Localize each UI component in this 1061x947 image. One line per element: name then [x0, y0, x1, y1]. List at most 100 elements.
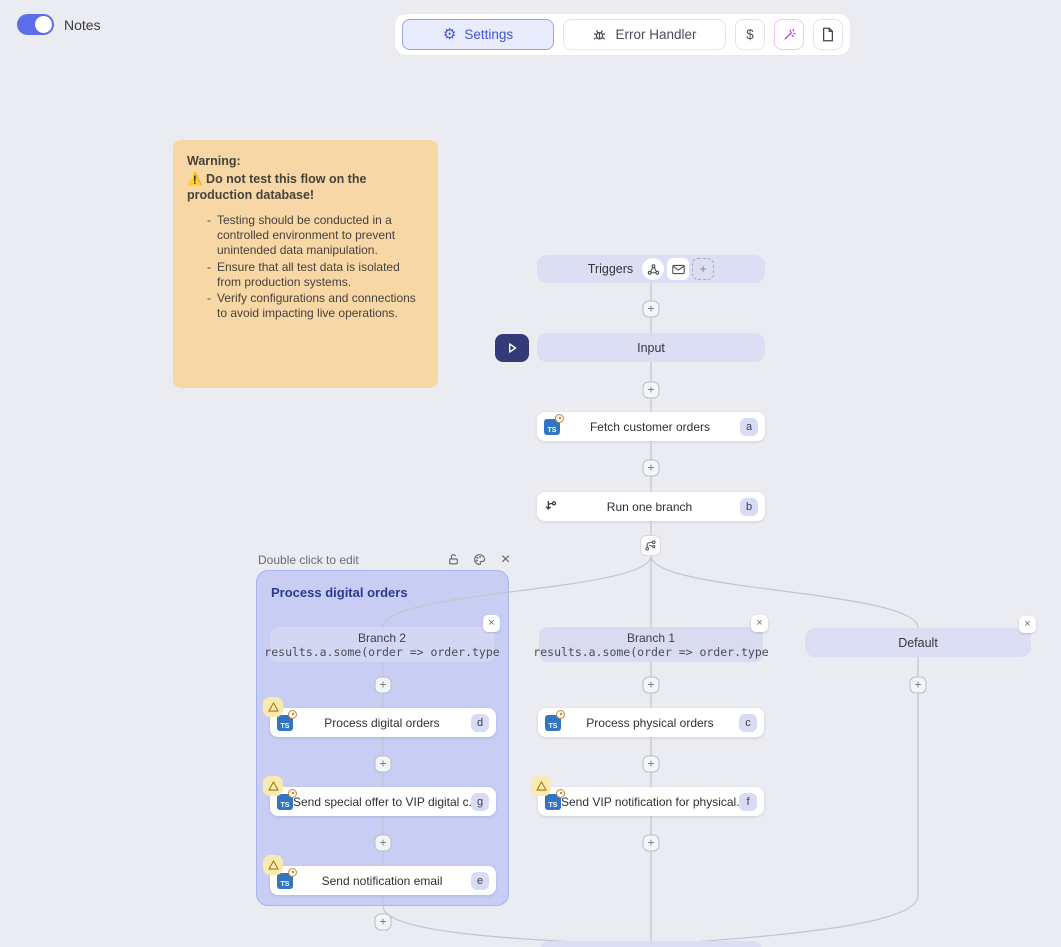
node-send-notification-email[interactable]: TS Send notification email e	[263, 855, 496, 895]
document-icon	[821, 27, 835, 42]
branch-name: Branch 1	[626, 630, 676, 645]
node-label: Run one branch	[606, 499, 693, 514]
decorator-badge-icon	[555, 413, 564, 423]
remove-default-branch-button[interactable]: ×	[1019, 616, 1036, 633]
node-label: Send special offer to VIP digital c...	[293, 794, 471, 809]
add-step-button[interactable]: +	[642, 381, 660, 399]
add-step-button[interactable]: +	[642, 755, 660, 773]
node-key-badge: d	[471, 713, 489, 732]
settings-label: Settings	[464, 27, 514, 42]
branch-condition-code: results.a.some(order => order.type	[264, 644, 500, 659]
group-toolbar: ×	[446, 550, 513, 568]
triggers-label: Triggers	[587, 262, 634, 276]
warning-note[interactable]: Warning: ⚠️ Do not test this flow on the…	[173, 140, 438, 388]
email-trigger-icon[interactable]	[667, 258, 690, 280]
decorator-badge-icon	[288, 788, 297, 798]
group-title: Process digital orders	[271, 585, 408, 600]
typescript-icon: TS	[545, 788, 565, 810]
branch2-node[interactable]: Branch 2 results.a.some(order => order.t…	[264, 627, 500, 662]
note-subtitle: ⚠️ Do not test this flow on the producti…	[187, 171, 367, 202]
branch-condition-code: results.a.some(order => order.type	[533, 644, 769, 659]
toggle-knob	[35, 16, 52, 33]
document-button[interactable]	[813, 19, 843, 50]
dollar-icon: $	[746, 27, 754, 42]
play-icon	[508, 343, 517, 353]
node-process-physical-orders[interactable]: TS Process physical orders c	[538, 708, 764, 737]
group-edit-hint: Double click to edit	[258, 553, 359, 567]
add-step-button[interactable]: +	[642, 676, 660, 694]
note-title: Warning:	[187, 154, 241, 168]
typescript-icon: TS	[277, 788, 297, 810]
branch-split-icon	[640, 535, 661, 556]
triggers-node[interactable]: Triggers +	[537, 255, 765, 283]
error-handler-label: Error Handler	[615, 27, 697, 42]
node-key-badge: e	[471, 871, 489, 890]
add-step-button[interactable]: +	[374, 913, 392, 931]
typescript-icon: TS	[277, 709, 297, 731]
default-branch-node[interactable]: Default	[805, 628, 1031, 657]
note-item: Ensure that all test data is isolated fr…	[207, 260, 422, 290]
branch-name: Default	[898, 635, 938, 650]
lock-icon[interactable]	[446, 552, 461, 567]
remove-branch1-button[interactable]: ×	[751, 615, 768, 632]
decorator-badge-icon	[288, 867, 297, 877]
decorator-badge-icon	[556, 788, 565, 798]
branch1-node[interactable]: Branch 1 results.a.some(order => order.t…	[533, 627, 769, 662]
node-key-badge: a	[740, 417, 758, 436]
trigger-chips: +	[642, 258, 715, 280]
group-close-icon[interactable]: ×	[500, 550, 511, 568]
node-send-vip-notification[interactable]: TS Send VIP notification for physical...…	[531, 776, 764, 816]
dollar-button[interactable]: $	[735, 19, 765, 50]
palette-icon[interactable]	[472, 552, 487, 567]
node-fetch-customer-orders[interactable]: TS Fetch customer orders a	[537, 412, 765, 441]
note-item: Verify configurations and connections to…	[207, 291, 422, 321]
node-label: Fetch customer orders	[589, 419, 711, 434]
magic-wand-icon	[782, 27, 797, 42]
node-label: Send VIP notification for physical...	[561, 794, 739, 809]
add-step-button[interactable]: +	[642, 300, 660, 318]
add-step-button[interactable]: +	[642, 834, 660, 852]
branch-name: Branch 2	[357, 630, 407, 645]
run-flow-button[interactable]	[495, 334, 529, 362]
warning-badge-icon	[263, 697, 283, 717]
add-step-button[interactable]: +	[374, 834, 392, 852]
notes-control: Notes	[17, 14, 101, 35]
next-node-partial[interactable]	[540, 941, 762, 947]
add-step-button[interactable]: +	[374, 755, 392, 773]
node-send-special-offer[interactable]: TS Send special offer to VIP digital c..…	[263, 776, 496, 816]
decorator-badge-icon	[556, 709, 565, 719]
top-toolbar: ⚙ Settings Error Handler $	[394, 13, 851, 56]
node-run-one-branch[interactable]: Run one branch b	[537, 492, 765, 521]
notes-toggle[interactable]	[17, 14, 54, 35]
node-process-digital-orders[interactable]: TS Process digital orders d	[263, 697, 496, 737]
node-label: Process physical orders	[586, 715, 714, 730]
notes-label: Notes	[64, 16, 101, 33]
add-step-button[interactable]: +	[374, 676, 392, 694]
group-process-digital-orders[interactable]	[256, 570, 509, 906]
input-label: Input	[637, 340, 665, 355]
branch-icon	[544, 499, 559, 514]
typescript-icon: TS	[544, 413, 564, 435]
bug-icon	[592, 27, 607, 42]
error-handler-button[interactable]: Error Handler	[563, 19, 726, 50]
webhook-trigger-icon[interactable]	[642, 258, 665, 280]
magic-wand-button[interactable]	[774, 19, 804, 50]
add-step-button[interactable]: +	[909, 676, 927, 694]
add-trigger-button[interactable]: +	[692, 258, 715, 280]
warning-badge-icon	[263, 776, 283, 796]
input-node[interactable]: Input	[537, 333, 765, 362]
node-key-badge: c	[739, 713, 757, 732]
typescript-icon: TS	[545, 709, 565, 731]
remove-branch2-button[interactable]: ×	[483, 615, 500, 632]
node-label: Send notification email	[321, 873, 443, 888]
settings-button[interactable]: ⚙ Settings	[402, 19, 554, 50]
gear-icon: ⚙	[442, 26, 457, 43]
note-item: Testing should be conducted in a control…	[207, 213, 422, 258]
add-step-button[interactable]: +	[642, 459, 660, 477]
node-key-badge: f	[739, 792, 757, 811]
node-key-badge: g	[471, 792, 489, 811]
node-label: Process digital orders	[324, 715, 440, 730]
warning-badge-icon	[263, 855, 283, 875]
